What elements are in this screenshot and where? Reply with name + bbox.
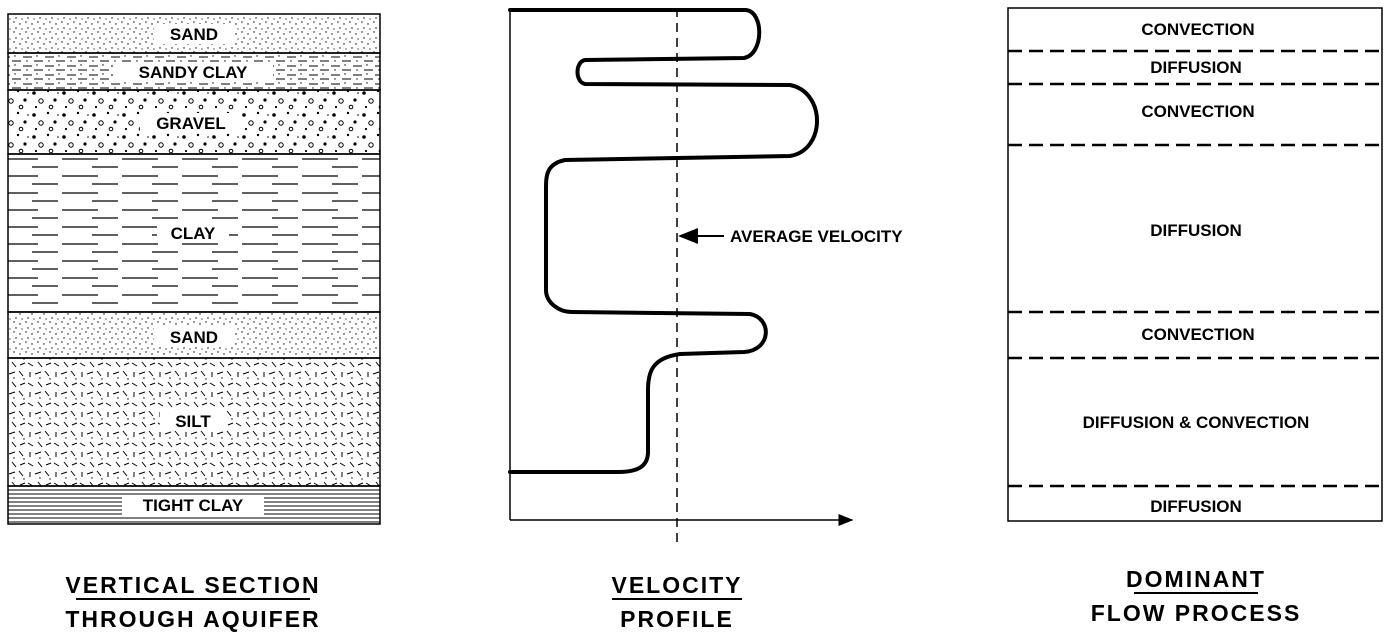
velocity-caption-line2: PROFILE	[620, 606, 734, 632]
velocity-panel: AVERAGE VELOCITY VELOCITY PROFILE	[508, 8, 903, 632]
flow-panel: CONVECTION DIFFUSION CONVECTION DIFFUSIO…	[1007, 7, 1383, 626]
zone-label-convection-3: CONVECTION	[1141, 325, 1254, 344]
layer-label-sand-lower: SAND	[170, 328, 218, 347]
flow-frame	[1007, 7, 1383, 522]
average-velocity-label: AVERAGE VELOCITY	[730, 227, 903, 246]
velocity-profile-curve	[508, 8, 819, 474]
layer-label-sand: SAND	[170, 25, 218, 44]
layer-label-sandy-clay: SANDY CLAY	[139, 63, 248, 82]
velocity-caption-line1: VELOCITY	[611, 572, 742, 598]
zone-label-diffusion-3: DIFFUSION	[1150, 497, 1242, 516]
aquifer-caption-line2: THROUGH AQUIFER	[65, 606, 320, 632]
flow-caption-line1: DOMINANT	[1126, 566, 1266, 592]
zone-label-convection-1: CONVECTION	[1141, 20, 1254, 39]
aquifer-caption-line1: VERTICAL SECTION	[65, 572, 320, 598]
layer-label-tight-clay: TIGHT CLAY	[143, 496, 244, 515]
flow-caption-line2: FLOW PROCESS	[1091, 600, 1302, 626]
layer-label-silt: SILT	[175, 412, 211, 431]
zone-label-convection-2: CONVECTION	[1141, 102, 1254, 121]
layer-label-clay: CLAY	[171, 224, 216, 243]
layer-label-gravel: GRAVEL	[156, 114, 226, 133]
zone-label-diffusion-convection: DIFFUSION & CONVECTION	[1083, 413, 1310, 432]
zone-label-diffusion-1: DIFFUSION	[1150, 58, 1242, 77]
aquifer-section: SAND SANDY CLAY GRAVEL CLAY SAND SILT TI…	[7, 13, 381, 632]
zone-label-diffusion-2: DIFFUSION	[1150, 221, 1242, 240]
